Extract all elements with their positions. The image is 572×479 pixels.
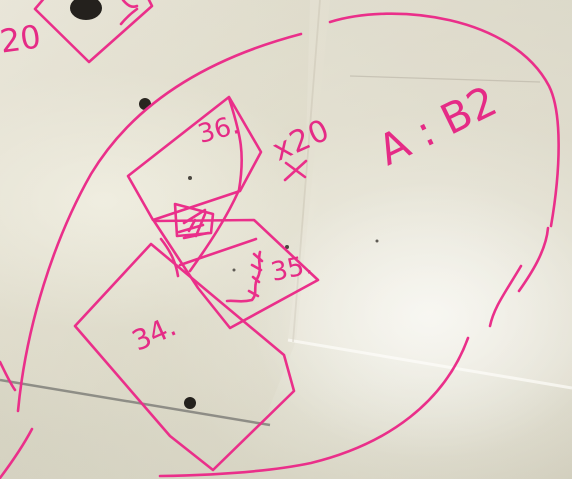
left-bottom-stroke bbox=[0, 429, 32, 478]
small-speck bbox=[376, 240, 379, 243]
paper-sheets bbox=[0, 0, 572, 460]
square-35-label: 35. bbox=[269, 252, 315, 286]
top-fragment-label: 20 bbox=[0, 20, 43, 57]
lower-black-pin bbox=[184, 397, 196, 409]
small-speck bbox=[233, 269, 236, 272]
small-speck bbox=[188, 176, 192, 180]
